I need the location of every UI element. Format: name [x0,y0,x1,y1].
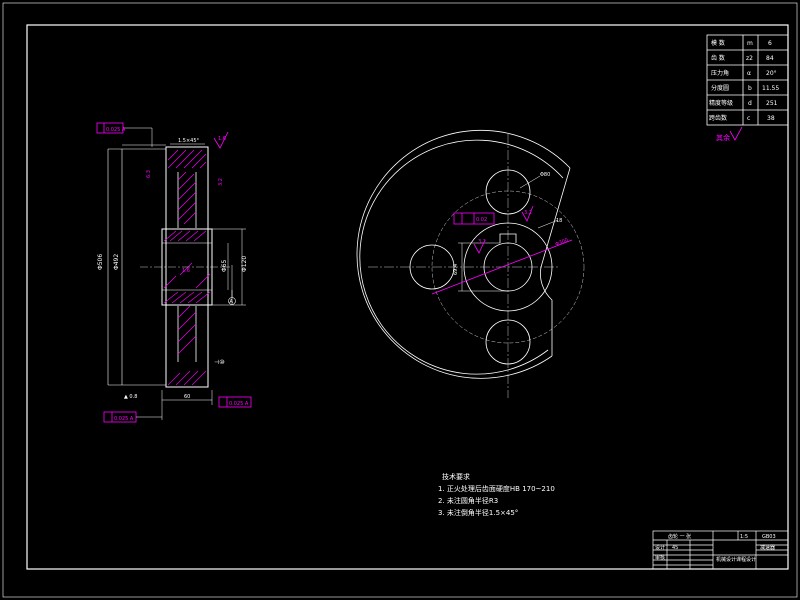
side-bottom-note: ▲ 0.8 [124,394,137,400]
datum-a-label: A [230,299,234,305]
param-sym-1: m [747,40,753,47]
title-block-designer: 设计 [655,544,665,551]
side-view [107,144,246,420]
tolerance-top-label: 0.025 A [106,127,126,133]
roughness-mark-label: 1.6 [218,136,226,142]
tech-notes-title: 技术要求 [442,473,470,481]
keyway-roughness-label: 3.2 [478,239,486,245]
dim-hub-label: Φ120 [241,256,248,272]
dim-hole-label: Φ80 [540,172,550,178]
param-name-4: 分度圆 [711,84,729,92]
roughness-symbol-icon [729,126,743,141]
title-block-school: 机械设计课程设计 [716,556,756,563]
roughness-note: 其余 [716,133,730,142]
dim-width-label: 60 [184,394,190,400]
param-sym-4: b [748,85,752,92]
keyway-roughness-label-2: 3.2 [524,210,532,216]
parameter-table [706,34,789,126]
param-val-6: 38 [767,115,775,122]
technical-notes: 技术要求 1. 正火处理后齿面硬度HB 170~210 2. 未注圆角半径R3 … [438,471,555,519]
leader-hole [519,175,541,189]
param-sym-5: d [748,100,752,107]
tech-note-3: 3. 未注倒角半径1.5×45° [438,509,519,517]
keyway-tol-label: 0.02 [476,217,487,223]
tolerance-frame-bottom-right: 0.025 A [218,396,252,408]
param-sym-6: c [747,115,750,122]
front-view [356,129,585,398]
param-name-1: 模 数 [711,39,725,47]
title-block-part-name: 减速器 [760,544,775,551]
tech-note-2: 2. 未注圆角半径R3 [438,497,499,505]
param-val-2: 84 [766,55,774,62]
chamfer-label: 1.5×45° [178,138,200,144]
tech-note-1: 1. 正火处理后齿面硬度HB 170~210 [438,485,555,493]
title-block-text: 齿轮 一 张 GB03 1:5 设计 45 审核 减速器 机械设计课程设计 [655,533,776,563]
tolerance-frame-bottom-left: 0.025 A [103,411,162,423]
param-val-5: 251 [766,100,778,107]
dim-outer-label: Φ506 [97,254,104,270]
param-sym-2: z2 [746,55,753,62]
param-val-1: 6 [768,40,772,47]
dim-pcd-label: Φ300 [555,237,570,248]
tolerance-bottom-left-label: 0.025 A [114,416,134,422]
title-block-drawing-no: GB03 [762,534,776,540]
param-val-4: 11.55 [762,85,779,92]
sheet-inner-frame [26,24,789,570]
keyway-roughness-icon [473,239,486,254]
side-mag-label-1: 6.3 [146,170,152,178]
param-name-5: 精度等级 [709,99,733,107]
keyway-tolerance-frame: 0.02 [453,212,495,225]
side-mag-label-3: 1.6 [182,268,190,274]
param-val-3: 20° [766,70,777,77]
param-name-3: 压力角 [711,69,729,77]
tolerance-frame-top: 0.025 A [96,122,153,147]
side-mag-label-2: 3.2 [218,178,224,186]
dim-inner-label: Φ492 [113,254,120,270]
roughness-mark-icon [213,131,229,149]
dim-bore-label: Φ65 [221,259,228,272]
pitch-line [431,239,573,295]
tolerance-bottom-right-label: 0.025 A [229,401,249,407]
title-block-title: 齿轮 一 张 [668,533,691,540]
keyway-roughness-icon-2 [521,205,534,222]
param-sym-3: α [747,70,751,77]
param-name-6: 跨齿数 [709,114,727,122]
datum-a-icon: A [228,290,236,305]
title-block-scale: 1:5 [740,534,748,540]
parameter-table-text: 模 数 m 6 齿 数 z2 84 压力角 α 20° 分度圆 b 11.55 … [709,39,779,122]
dim-keyway-depth-label: 69.4 [453,264,459,275]
title-block [652,530,789,570]
dim-keyway-label: 18 [556,218,562,224]
param-name-2: 齿 数 [711,54,725,62]
section-mark: ⊣⑩ [214,359,225,366]
title-block-material: 45 [672,545,678,551]
title-block-checker: 审核 [655,554,665,561]
